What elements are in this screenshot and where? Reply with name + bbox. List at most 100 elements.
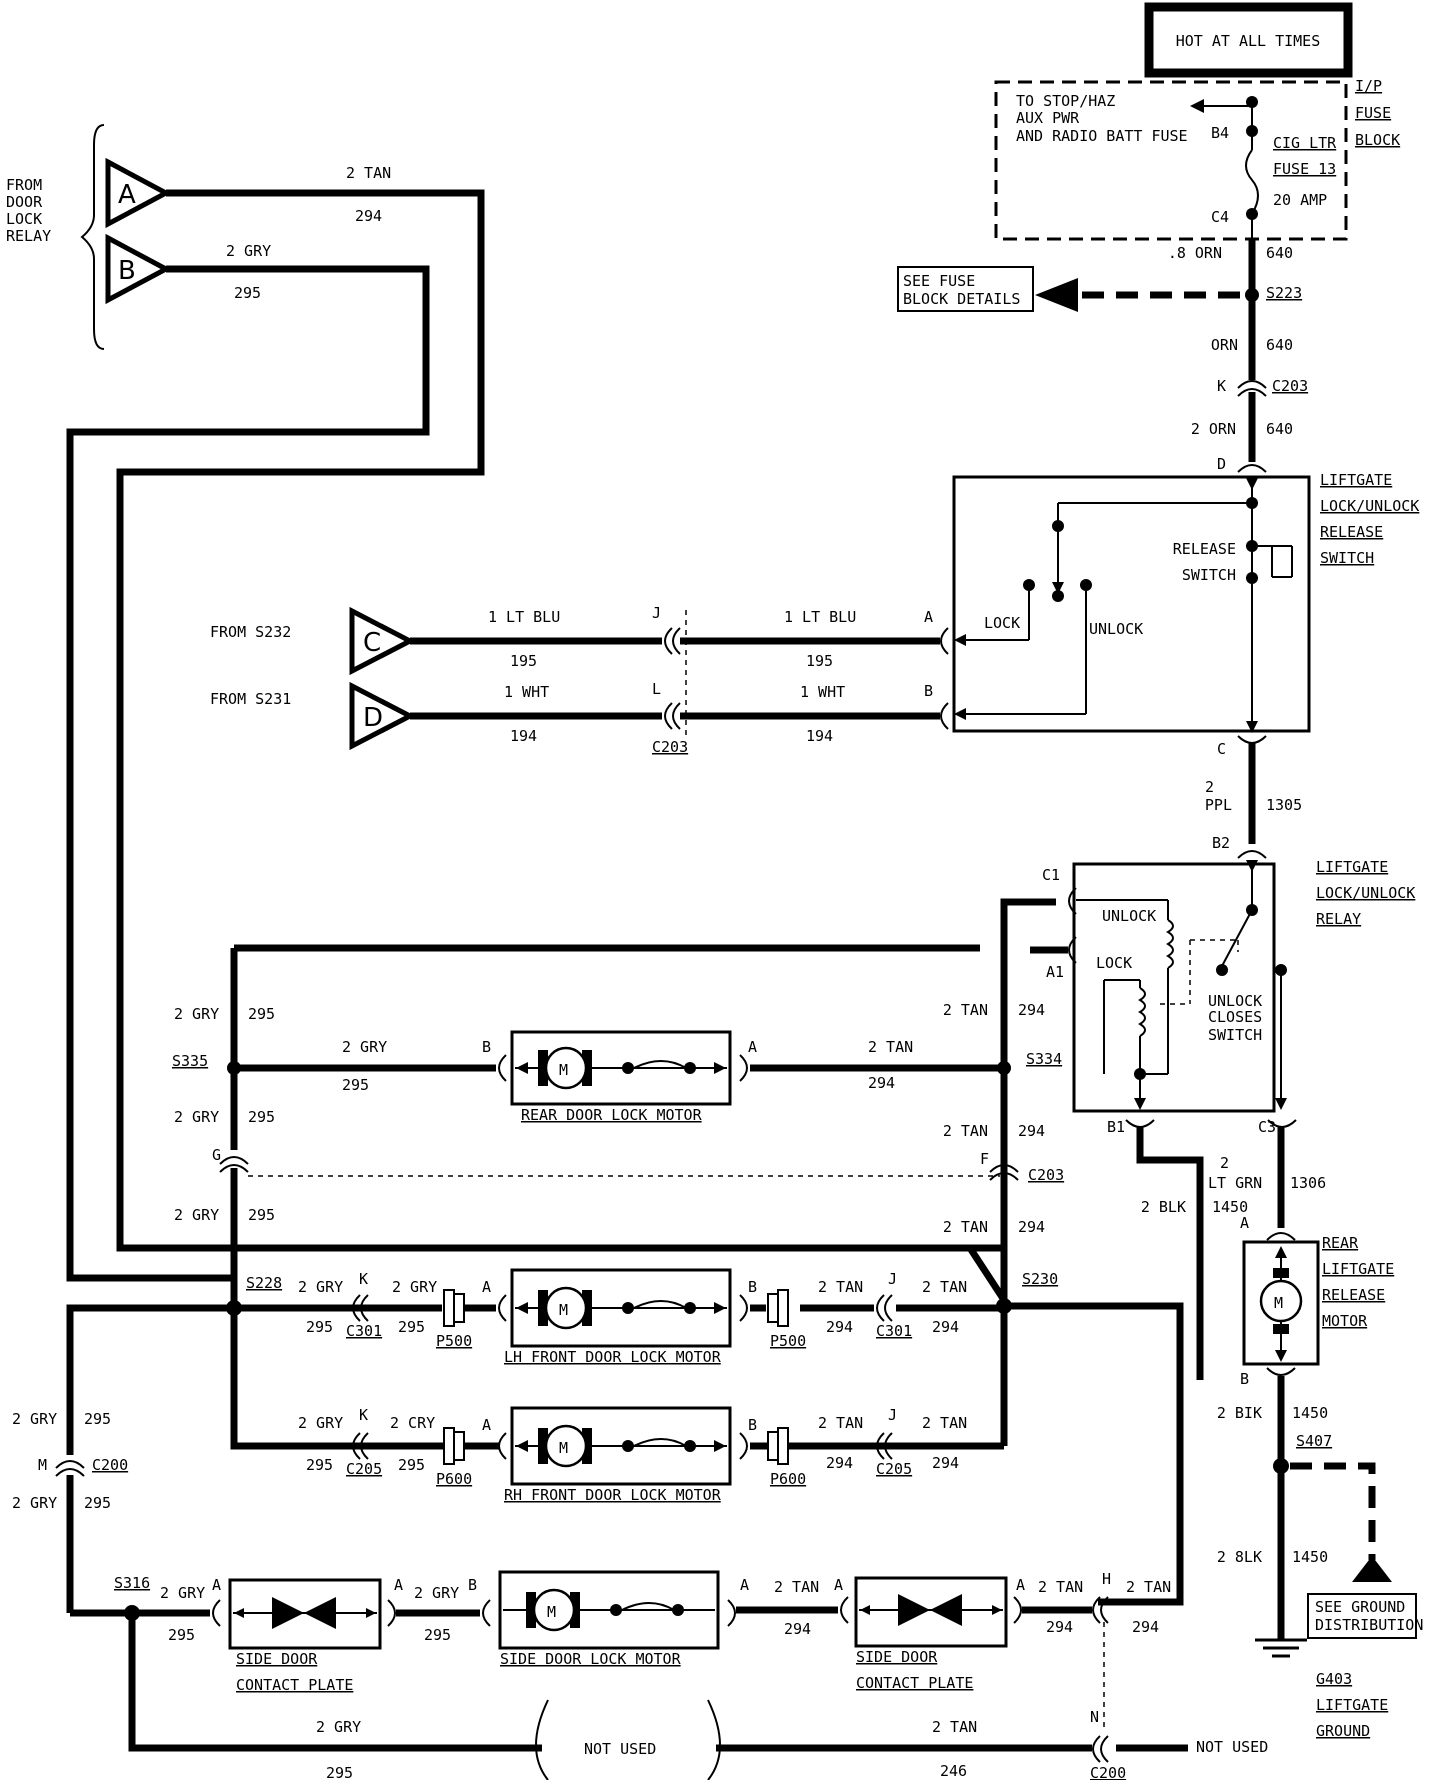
diagram-label: 2 TAN <box>818 1278 863 1296</box>
diagram-label: M <box>38 1456 47 1474</box>
diagram-label: ORN <box>1211 336 1238 354</box>
rh-front-door-lock-motor: M RH FRONT DOOR LOCK MOTOR <box>504 1406 732 1504</box>
diagram-label: C301 <box>876 1322 912 1340</box>
diagram-label: B <box>468 1576 477 1594</box>
diagram-label: 640 <box>1266 336 1293 354</box>
diagram-label: B <box>748 1416 757 1434</box>
input-a: A <box>105 157 172 229</box>
diagram-label: 295 <box>248 1206 275 1224</box>
diagram-label: 1450 <box>1212 1198 1248 1216</box>
diagram-label: M <box>559 1439 568 1457</box>
diagram-label: 295 <box>168 1626 195 1644</box>
diagram-label: RELEASE <box>1320 523 1383 541</box>
fuse-block: I/P FUSE BLOCK TO STOP/HAZ AUX PWR AND R… <box>994 77 1400 241</box>
diagram-label: 2 GRY <box>392 1278 437 1296</box>
diagram-label: 1305 <box>1266 796 1302 814</box>
diagram-label: P600 <box>770 1470 806 1488</box>
diagram-label: 2 TAN <box>943 1122 988 1140</box>
diagram-label: 295 <box>248 1108 275 1126</box>
diagram-label: AUX PWR <box>1016 109 1080 127</box>
diagram-label: 1306 <box>1290 1174 1326 1192</box>
diagram-label: SWITCH <box>1182 566 1236 584</box>
diagram-label: SWITCH <box>1320 549 1374 567</box>
diagram-label: S223 <box>1266 284 1302 302</box>
diagram-label: AND RADIO BATT FUSE <box>1016 127 1188 145</box>
diagram-label: LH FRONT DOOR LOCK MOTOR <box>504 1348 722 1366</box>
diagram-label: C1 <box>1042 866 1060 884</box>
input-b: B <box>105 233 172 305</box>
diagram-label: 2 <box>1205 778 1214 796</box>
side-door-contact-plate-1: SIDE DOOR CONTACT PLATE <box>228 1578 382 1694</box>
diagram-label: J <box>888 1406 897 1424</box>
diagram-label: FUSE <box>1355 104 1391 122</box>
diagram-label: 2 TAN <box>818 1414 863 1432</box>
input-d: D <box>349 681 416 751</box>
lh-front-door-lock-motor: M LH FRONT DOOR LOCK MOTOR <box>504 1268 732 1366</box>
diagram-label: S335 <box>172 1052 208 1070</box>
diagram-label: 2 8LK <box>1217 1548 1262 1566</box>
diagram-label: 295 <box>248 1005 275 1023</box>
diagram-label: J <box>888 1270 897 1288</box>
diagram-label: 2 GRY <box>414 1584 459 1602</box>
diagram-label: A <box>834 1576 843 1594</box>
diagram-label: S228 <box>246 1274 282 1292</box>
diagram-label: D <box>363 703 383 733</box>
diagram-label: 2 ORN <box>1191 420 1236 438</box>
diagram-label: 2 TAN <box>868 1038 913 1056</box>
diagram-label: C203 <box>652 738 688 756</box>
diagram-label: 195 <box>510 652 537 670</box>
diagram-label: BLOCK DETAILS <box>903 290 1020 308</box>
diagram-label: SEE FUSE <box>903 272 975 290</box>
diagram-label: UNLOCK <box>1089 620 1143 638</box>
see-fuse-block-details: SEE FUSE BLOCK DETAILS <box>897 266 1034 312</box>
splice-s223 <box>1245 288 1259 302</box>
diagram-label: CONTACT PLATE <box>236 1676 353 1694</box>
diagram-label: 294 <box>355 207 382 225</box>
diagram-label: B <box>118 256 136 286</box>
diagram-label: A <box>748 1038 757 1056</box>
diagram-label: LOCK <box>6 210 42 228</box>
diagram-label: PPL <box>1205 796 1232 814</box>
diagram-label: 2 GRY <box>160 1584 205 1602</box>
diagram-label: 294 <box>784 1620 811 1638</box>
diagram-label: B2 <box>1212 834 1230 852</box>
diagram-label: 194 <box>510 727 537 745</box>
diagram-label: UNLOCK <box>1102 907 1156 925</box>
diagram-label: M <box>559 1301 568 1319</box>
diagram-label: 1 LT BLU <box>784 608 856 626</box>
diagram-label: C205 <box>876 1460 912 1478</box>
diagram-label: M <box>1274 1294 1283 1312</box>
splice-s407 <box>1273 1458 1289 1474</box>
diagram-label: BLOCK <box>1355 131 1400 149</box>
diagram-label: CIG LTR <box>1273 134 1337 152</box>
diagram-label: G403 <box>1316 1670 1352 1688</box>
diagram-label: C203 <box>1272 377 1308 395</box>
diagram-label: NOT USED <box>1196 1738 1268 1756</box>
diagram-label: SEE GROUND <box>1315 1598 1405 1616</box>
diagram-label: S230 <box>1022 1270 1058 1288</box>
diagram-label: 2 GRY <box>174 1206 219 1224</box>
diagram-label: NOT USED <box>584 1740 656 1758</box>
diagram-label: 294 <box>868 1074 895 1092</box>
diagram-label: RELAY <box>1316 910 1361 928</box>
diagram-label: A <box>1240 1214 1249 1232</box>
diagram-label: LOCK/UNLOCK <box>1320 497 1419 515</box>
diagram-label: 195 <box>806 652 833 670</box>
diagram-label: CLOSES <box>1208 1008 1262 1026</box>
diagram-label: 640 <box>1266 420 1293 438</box>
diagram-label: 294 <box>826 1454 853 1472</box>
diagram-label: SWITCH <box>1208 1026 1262 1044</box>
diagram-label: 2 GRY <box>174 1005 219 1023</box>
diagram-label: 1 WHT <box>800 683 845 701</box>
diagram-label: LIFTGATE <box>1320 471 1392 489</box>
diagram-label: .8 ORN <box>1168 244 1222 262</box>
diagram-label: 295 <box>342 1076 369 1094</box>
diagram-label: 295 <box>234 284 261 302</box>
diagram-label: 2 <box>1220 1154 1229 1172</box>
diagram-label: 294 <box>1132 1618 1159 1636</box>
diagram-label: C4 <box>1211 208 1229 226</box>
diagram-label: 2 TAN <box>932 1718 977 1736</box>
diagram-label: I/P <box>1355 77 1382 95</box>
diagram-label: 2 GRY <box>12 1410 57 1428</box>
